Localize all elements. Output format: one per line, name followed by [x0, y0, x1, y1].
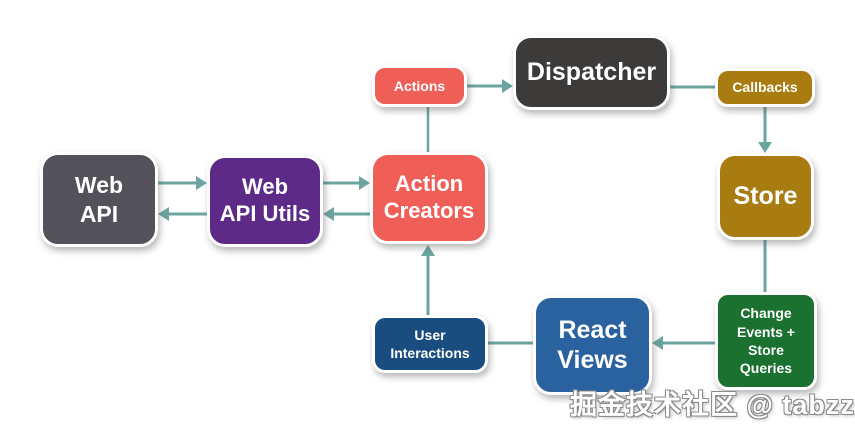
node-change-events-store-queries-label: Change Events + Store Queries	[737, 305, 795, 377]
node-react-views: React Views	[533, 295, 652, 395]
node-user-interactions: User Interactions	[372, 315, 488, 373]
node-change-events-store-queries: Change Events + Store Queries	[715, 292, 817, 390]
node-store-label: Store	[733, 182, 798, 211]
node-actions: Actions	[372, 65, 467, 107]
node-web-api-utils: Web API Utils	[207, 155, 323, 247]
arrow-userinteractions-to-actioncreators	[421, 245, 435, 315]
node-user-interactions-label: User Interactions	[390, 326, 470, 361]
node-action-creators-label: Action Creators	[383, 171, 475, 223]
arrow-changeevents-to-reactviews	[652, 336, 715, 350]
arrow-utils-to-actioncreators	[323, 176, 370, 190]
arrow-webapi-to-utils	[158, 176, 207, 190]
node-callbacks-label: Callbacks	[732, 79, 798, 96]
node-react-views-label: React Views	[557, 315, 628, 375]
node-dispatcher: Dispatcher	[513, 35, 670, 110]
arrow-callbacks-to-store	[758, 107, 772, 153]
arrow-actioncreators-to-utils	[323, 207, 370, 221]
watermark-text: 掘金技术社区 @ tabzzz	[570, 390, 855, 420]
node-web-api: Web API	[40, 152, 158, 247]
node-callbacks: Callbacks	[715, 68, 815, 107]
node-actions-label: Actions	[393, 77, 446, 94]
node-web-api-utils-label: Web API Utils	[219, 174, 311, 226]
arrow-actions-to-dispatcher	[467, 79, 513, 93]
node-web-api-label: Web API	[74, 172, 124, 227]
node-store: Store	[717, 153, 814, 240]
arrow-utils-to-webapi	[158, 207, 207, 221]
node-action-creators: Action Creators	[370, 152, 488, 244]
node-dispatcher-label: Dispatcher	[526, 58, 657, 87]
